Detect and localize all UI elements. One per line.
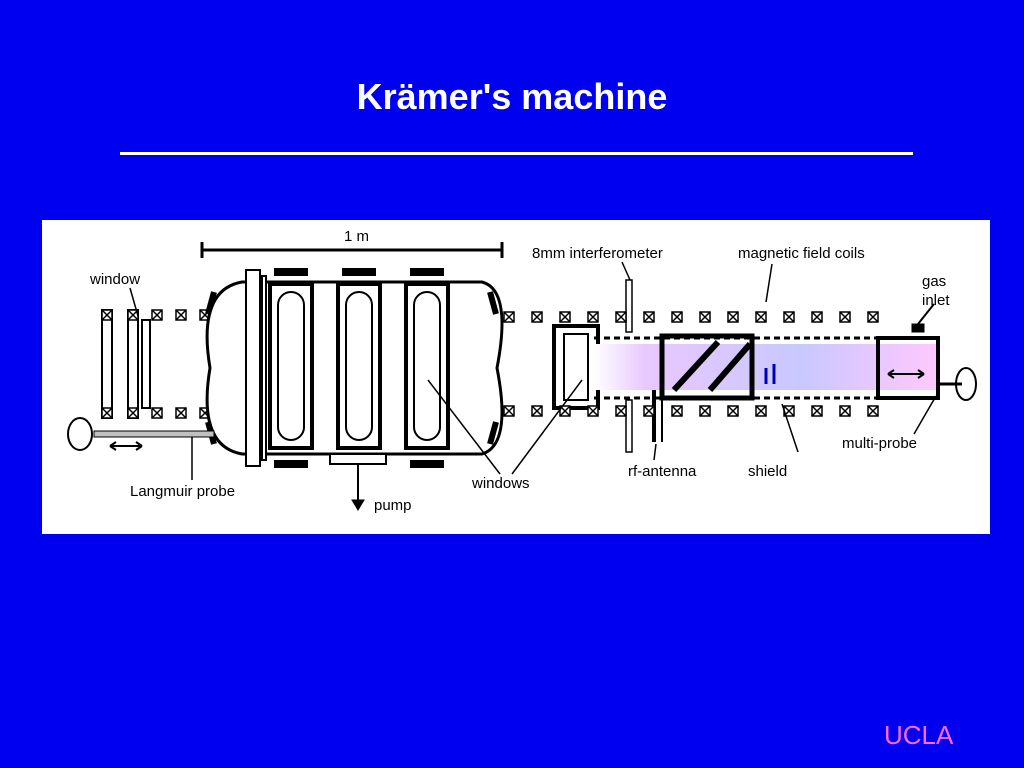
interferometer-pointer	[621, 261, 631, 281]
coil-marker-cross	[101, 309, 113, 321]
coil-marker-cross	[671, 311, 683, 323]
multi-probe	[887, 367, 977, 401]
coil-marker-cross	[755, 405, 767, 417]
shield-pointer	[781, 403, 799, 453]
slide-title: Krämer's machine	[356, 76, 668, 117]
coil-marker-cross	[615, 405, 627, 417]
interferometer	[625, 279, 633, 453]
windows-pointer-1	[427, 379, 501, 475]
window-label: window	[89, 271, 140, 288]
windows-pointer-2	[511, 379, 583, 475]
coil-marker-cross	[727, 405, 739, 417]
window-pointer	[129, 287, 139, 317]
coil-marker-cross	[699, 311, 711, 323]
coil-marker-cross	[643, 405, 655, 417]
coil-marker-cross	[643, 311, 655, 323]
coil-marker-cross	[783, 311, 795, 323]
multi-probe-pointer	[913, 395, 937, 435]
coil-marker-cross	[839, 405, 851, 417]
coil-marker-cross	[587, 311, 599, 323]
magnetic-field-coils-pointer	[765, 263, 773, 303]
left-coils	[101, 309, 151, 419]
coil-marker-cross	[671, 405, 683, 417]
coil-marker-cross	[559, 405, 571, 417]
langmuir-probe-label: Langmuir probe	[130, 483, 235, 500]
coil-marker-cross	[503, 311, 515, 323]
pump-label: pump	[374, 497, 412, 514]
shield	[764, 364, 776, 384]
coil-marker-cross	[867, 405, 879, 417]
gas-inlet	[911, 303, 935, 333]
windows-label: windows	[471, 475, 530, 492]
coil-marker-cross	[811, 405, 823, 417]
chamber-flanges	[274, 268, 444, 468]
scale-bar	[200, 242, 504, 258]
coil-marker-cross	[127, 407, 139, 419]
coil-marker-cross	[811, 311, 823, 323]
scale-label: 1 m	[344, 228, 369, 245]
ucla-footer: UCLA	[884, 720, 954, 750]
coil-marker-cross	[531, 311, 543, 323]
coil-marker-cross	[867, 311, 879, 323]
rf-antenna-label: rf-antenna	[628, 463, 697, 480]
machine-diagram: 1 m	[67, 228, 977, 514]
diagram-panel: 1 m	[42, 220, 990, 534]
coil-marker-cross	[151, 309, 163, 321]
shield-label: shield	[748, 463, 787, 480]
coil-marker-cross	[587, 405, 599, 417]
coil-marker-cross	[839, 311, 851, 323]
coil-marker-cross	[503, 405, 515, 417]
right-coil-markers	[503, 311, 879, 417]
left-coil-markers	[101, 309, 211, 419]
coil-marker-cross	[531, 405, 543, 417]
coil-marker-cross	[175, 407, 187, 419]
coil-marker-cross	[101, 407, 113, 419]
coil-marker-cross	[615, 311, 627, 323]
chamber-windows	[268, 282, 450, 450]
coil-marker-cross	[559, 311, 571, 323]
pump-port	[329, 453, 387, 511]
interferometer-label: 8mm interferometer	[532, 245, 663, 262]
coil-marker-cross	[175, 309, 187, 321]
multi-probe-label: multi-probe	[842, 435, 917, 452]
coil-marker-cross	[727, 311, 739, 323]
inlet-label: inlet	[922, 292, 950, 309]
coil-marker-cross	[755, 311, 767, 323]
main-chamber	[205, 269, 504, 467]
langmuir-probe	[67, 417, 215, 480]
coil-marker-cross	[151, 407, 163, 419]
gas-label: gas	[922, 273, 946, 290]
magnetic-field-coils-label: magnetic field coils	[738, 245, 865, 262]
rf-antenna-pointer	[653, 443, 657, 461]
coil-marker-cross	[699, 405, 711, 417]
title-underline	[120, 152, 913, 155]
